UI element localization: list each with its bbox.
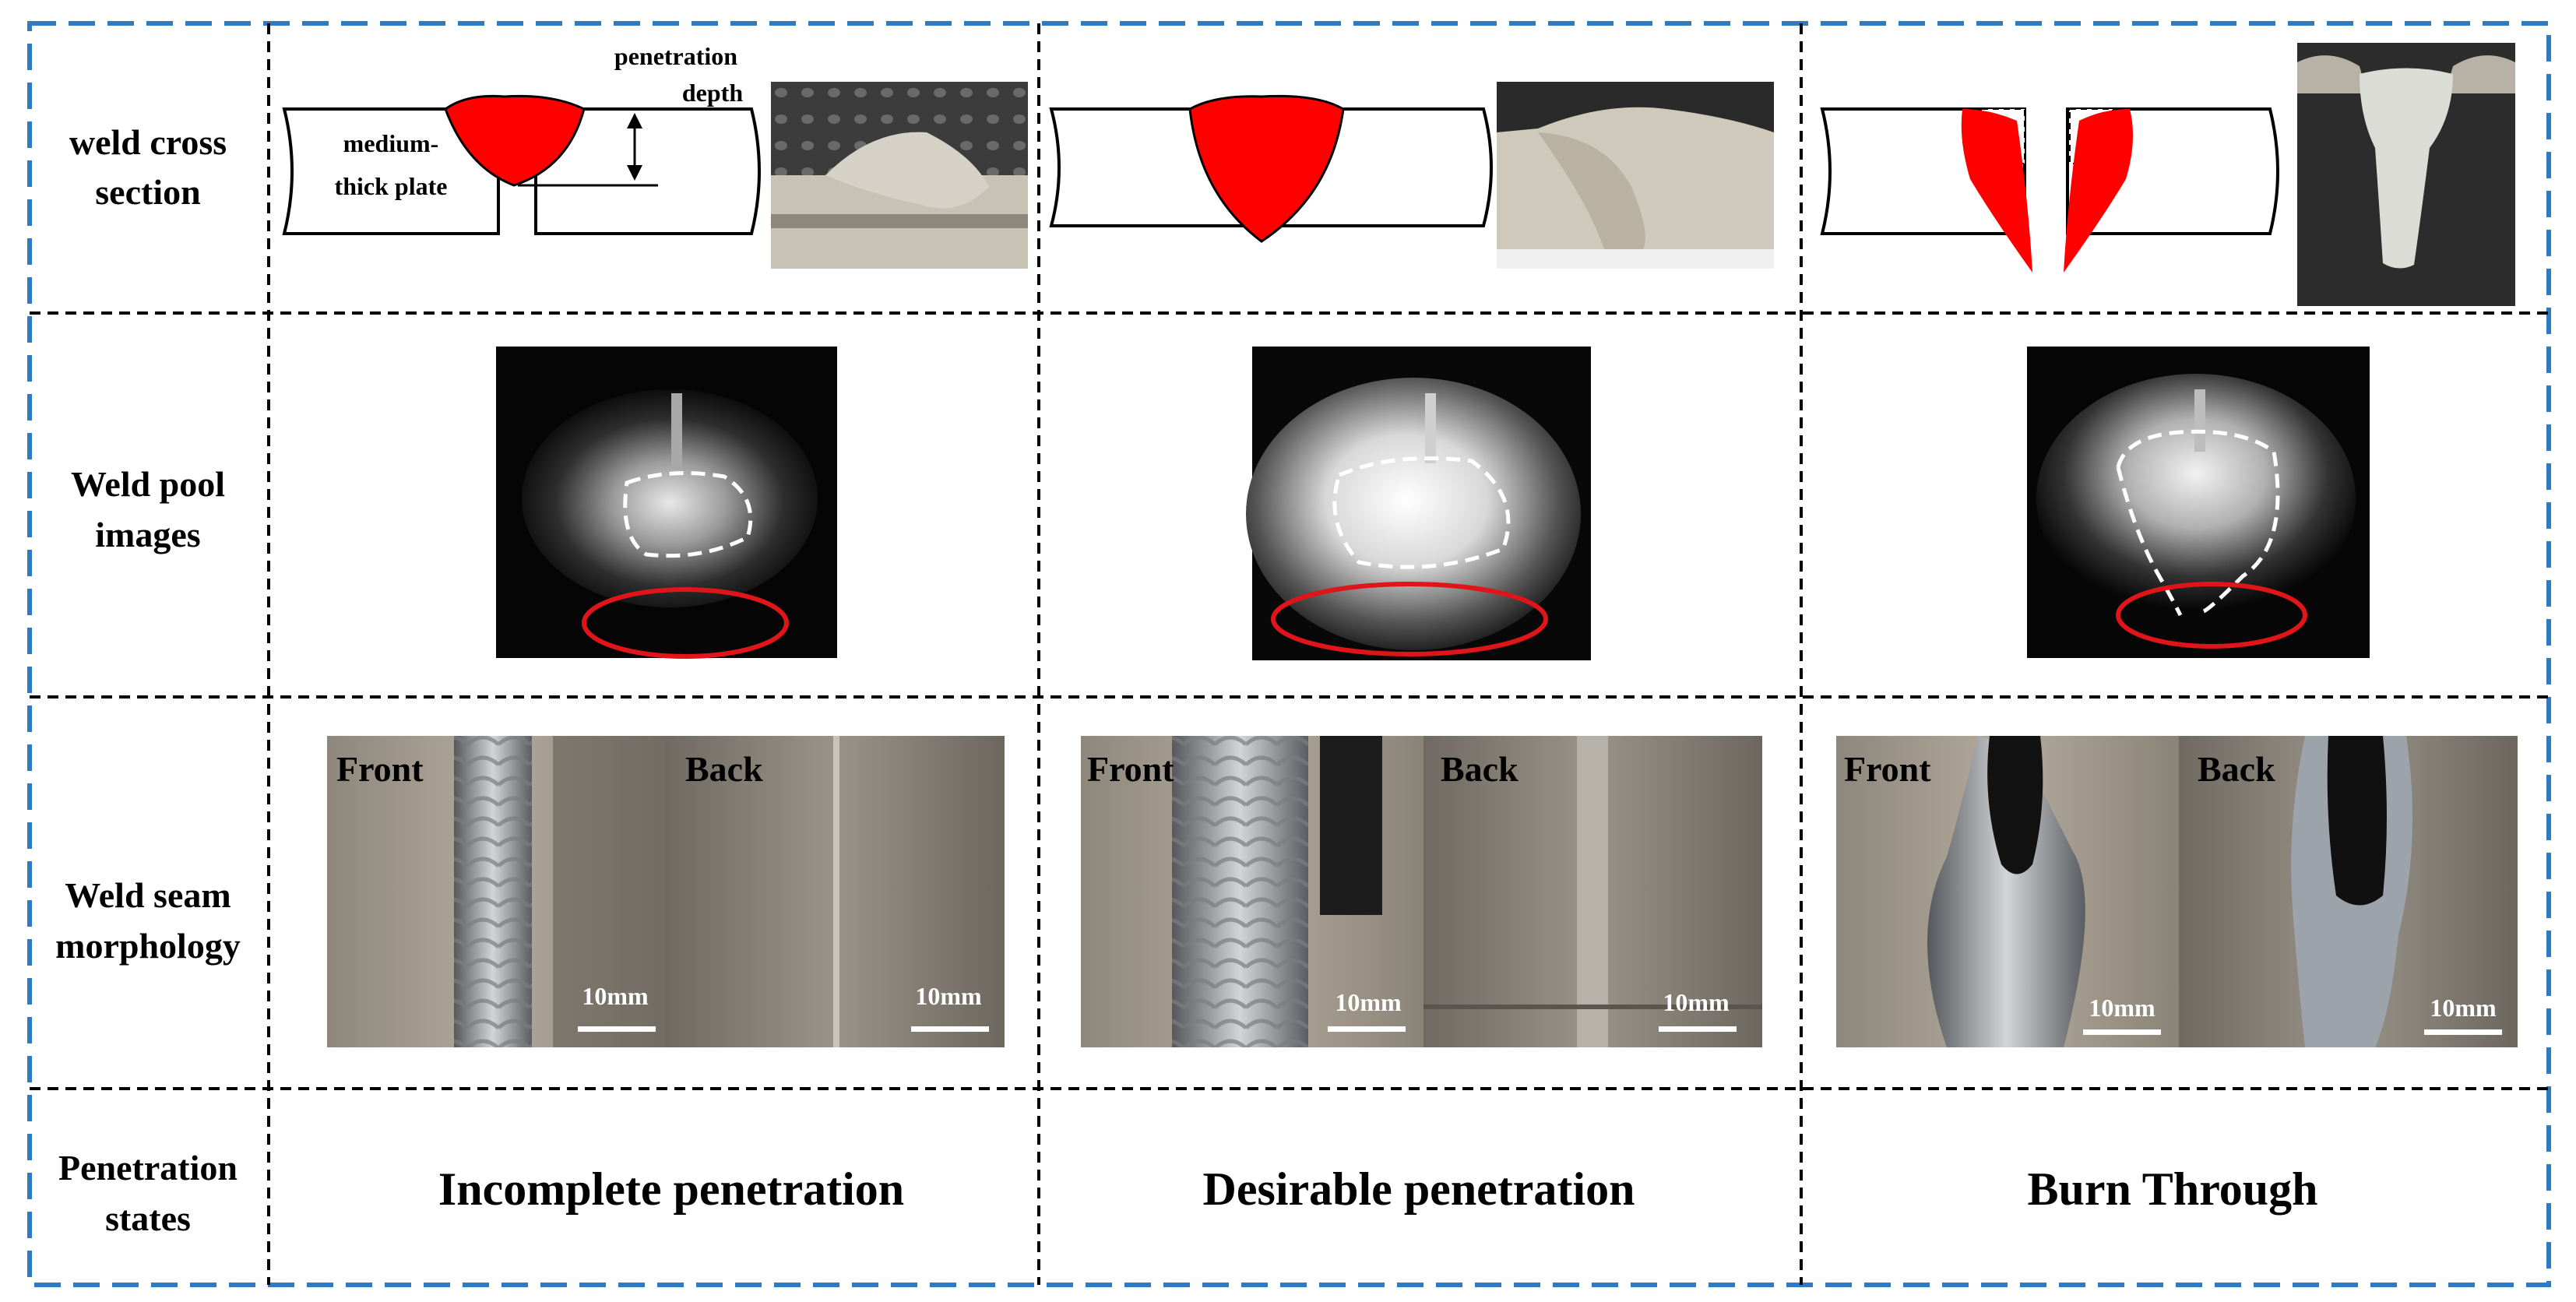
pool-image-incomplete — [496, 347, 837, 659]
scale-bar-2 — [911, 1026, 989, 1032]
front-label-burn-through: Front — [1844, 749, 1931, 789]
seam-back-desirable — [1423, 736, 1762, 1047]
annotation-penetration-depth-line1: penetration — [614, 42, 737, 70]
row-label-penetration-states-line1: Penetration — [58, 1148, 238, 1188]
depth-arrow-top — [627, 113, 642, 128]
seam-front-burn-through — [1836, 736, 2179, 1047]
cross-section-photo-burn-through — [2297, 43, 2515, 306]
seam-back-burn-through — [2179, 736, 2518, 1047]
pool-image-desirable — [1246, 347, 1591, 660]
cross-section-photo-desirable — [1497, 82, 1774, 269]
state-incomplete: Incomplete penetration — [438, 1163, 904, 1215]
pool-image-burn-through — [2027, 347, 2370, 658]
weld-bead-desirable — [1188, 94, 1345, 243]
scale-label-3: 10mm — [1335, 988, 1402, 1016]
cross-section-photo-incomplete — [771, 82, 1028, 269]
weld-bead-incomplete — [444, 94, 586, 187]
cross-section-desirable — [1049, 94, 1493, 243]
scale-label-4: 10mm — [1663, 988, 1730, 1016]
seam-front-incomplete — [327, 736, 666, 1047]
plate-outline-left — [282, 107, 500, 235]
red-ellipse-incomplete — [582, 587, 789, 659]
state-desirable: Desirable penetration — [1203, 1163, 1635, 1215]
red-ellipse-burn-through — [2116, 582, 2307, 649]
annotation-plate-line1: medium- — [343, 129, 439, 157]
weld-fragment-right — [2064, 109, 2133, 273]
scale-label-5: 10mm — [2089, 994, 2155, 1022]
weld-fragment-left — [1961, 109, 2032, 273]
row-label-seam-morphology-line1: Weld seam — [65, 875, 231, 915]
row-label-cross-section-line2: section — [95, 172, 200, 212]
red-ellipse-desirable — [1271, 582, 1548, 656]
depth-arrow-bottom — [627, 165, 642, 181]
scale-bar-6 — [2424, 1029, 2502, 1035]
row-label-penetration-states-line2: states — [105, 1198, 191, 1238]
scale-label-6: 10mm — [2430, 994, 2497, 1022]
back-label-burn-through: Back — [2198, 749, 2275, 789]
row-label-pool-images-line2: images — [95, 515, 200, 554]
row-label-cross-section-line1: weld cross — [69, 122, 227, 162]
annotation-penetration-depth-line2: depth — [682, 79, 743, 107]
cross-section-burn-through — [1820, 107, 2279, 273]
state-burn-through: Burn Through — [2028, 1163, 2318, 1215]
scale-bar-4 — [1659, 1026, 1737, 1032]
annotation-plate-line2: thick plate — [335, 172, 448, 200]
cross-section-incomplete: penetration depth medium- thick plate — [282, 42, 761, 235]
front-label-desirable: Front — [1087, 749, 1174, 789]
seam-back-incomplete — [666, 736, 1005, 1047]
scale-label-1: 10mm — [582, 982, 649, 1010]
row-label-pool-images-line1: Weld pool — [71, 464, 225, 504]
row-label-seam-morphology-line2: morphology — [55, 926, 241, 966]
seam-front-desirable — [1081, 736, 1423, 1047]
pool-contour-incomplete — [623, 471, 753, 558]
row-labels: weld cross section Weld pool images Weld… — [55, 122, 241, 1238]
outer-border — [27, 21, 2551, 1287]
penetration-state-labels: Incomplete penetration Desirable penetra… — [438, 1163, 2318, 1215]
scale-bar-5 — [2083, 1029, 2161, 1035]
back-label-desirable: Back — [1441, 749, 1519, 789]
scale-bar-1 — [578, 1026, 656, 1032]
scale-bars: 10mm 10mm 10mm 10mm 10mm 10mm — [578, 982, 2502, 1035]
scale-bar-3 — [1328, 1026, 1406, 1032]
plate-outline-right — [534, 107, 761, 235]
front-label-incomplete: Front — [336, 749, 424, 789]
table-grid — [27, 21, 2551, 1287]
back-label-incomplete: Back — [685, 749, 763, 789]
seam-labels: Front Back Front Back Front Back — [336, 749, 2275, 789]
scale-label-2: 10mm — [915, 982, 982, 1010]
